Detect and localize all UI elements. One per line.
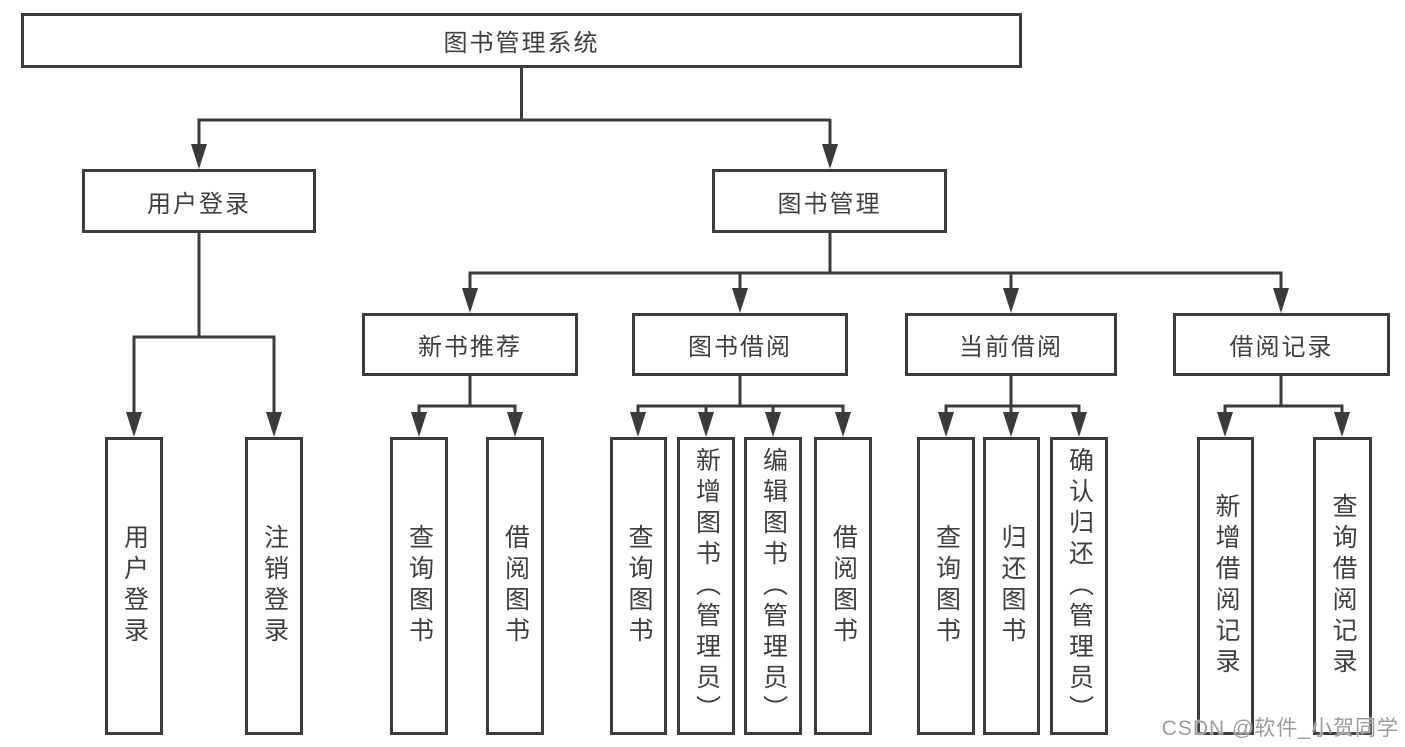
node-leaf-nbr-query-books-label: 查询图书 [405, 524, 434, 648]
node-current-borrow-label: 当前借阅 [959, 334, 1063, 361]
node-leaf-user-login: 用户登录 [105, 437, 163, 735]
node-leaf-br-query-record: 查询借阅记录 [1313, 437, 1372, 735]
node-user-login-label: 用户登录 [147, 190, 251, 218]
node-borrow-records-label: 借阅记录 [1229, 334, 1334, 361]
node-leaf-bb-borrow-books-label: 借阅图书 [829, 524, 858, 648]
node-leaf-cb-query-books-label: 查询图书 [932, 524, 961, 648]
node-leaf-cb-return-books: 归还图书 [983, 437, 1040, 735]
node-leaf-bb-borrow-books: 借阅图书 [814, 437, 872, 735]
node-root-library-system: 图书管理系统 [21, 13, 1022, 68]
node-book-management-label: 图书管理 [777, 190, 882, 218]
node-leaf-bb-edit-books-admin: 编辑图书（管理员） [744, 437, 802, 735]
node-leaf-bb-query-books-label: 查询图书 [625, 524, 653, 648]
node-leaf-logout-label: 注销登录 [260, 524, 289, 648]
node-leaf-bb-edit-books-admin-label: 编辑图书（管理员） [759, 446, 788, 726]
node-book-management: 图书管理 [712, 169, 947, 233]
node-leaf-cb-confirm-return-admin: 确认归还（管理员） [1050, 437, 1108, 735]
node-root-label: 图书管理系统 [443, 30, 600, 57]
node-leaf-nbr-borrow-books-label: 借阅图书 [501, 524, 530, 648]
connector-userlogin-to-leaves [132, 233, 276, 430]
connector-bookborrow-to-leaves [636, 376, 845, 430]
connector-root-to-level2 [197, 68, 832, 162]
node-leaf-user-login-label: 用户登录 [120, 524, 149, 648]
arrowheads [126, 144, 1350, 437]
connector-borrowrecords-to-leaves [1223, 376, 1344, 430]
node-leaf-cb-return-books-label: 归还图书 [998, 524, 1026, 648]
node-leaf-nbr-borrow-books: 借阅图书 [486, 437, 544, 735]
node-current-borrow: 当前借阅 [905, 313, 1117, 376]
node-book-borrow: 图书借阅 [632, 313, 848, 376]
connector-newbookrec-to-leaves [417, 376, 517, 430]
csdn-watermark: CSDN @软件_小贺同学 [1161, 717, 1399, 740]
node-leaf-cb-confirm-return-admin-label: 确认归还（管理员） [1065, 446, 1094, 726]
node-book-borrow-label: 图书借阅 [688, 334, 792, 361]
node-leaf-logout: 注销登录 [245, 437, 303, 735]
node-leaf-cb-query-books: 查询图书 [917, 437, 975, 735]
node-leaf-nbr-query-books: 查询图书 [390, 437, 448, 735]
connector-bookmgmt-to-level3 [468, 233, 1283, 306]
node-leaf-bb-query-books: 查询图书 [610, 437, 667, 735]
node-user-login: 用户登录 [82, 169, 316, 233]
node-new-book-recommend-label: 新书推荐 [418, 334, 522, 361]
node-leaf-br-add-record: 新增借阅记录 [1197, 437, 1254, 735]
node-borrow-records: 借阅记录 [1173, 313, 1390, 376]
node-leaf-br-query-record-label: 查询借阅记录 [1329, 493, 1357, 679]
node-leaf-bb-add-books-admin: 新增图书（管理员） [677, 437, 735, 735]
node-leaf-bb-add-books-admin-label: 新增图书（管理员） [692, 446, 721, 726]
node-leaf-br-add-record-label: 新增借阅记录 [1212, 493, 1240, 679]
node-new-book-recommend: 新书推荐 [362, 313, 578, 376]
